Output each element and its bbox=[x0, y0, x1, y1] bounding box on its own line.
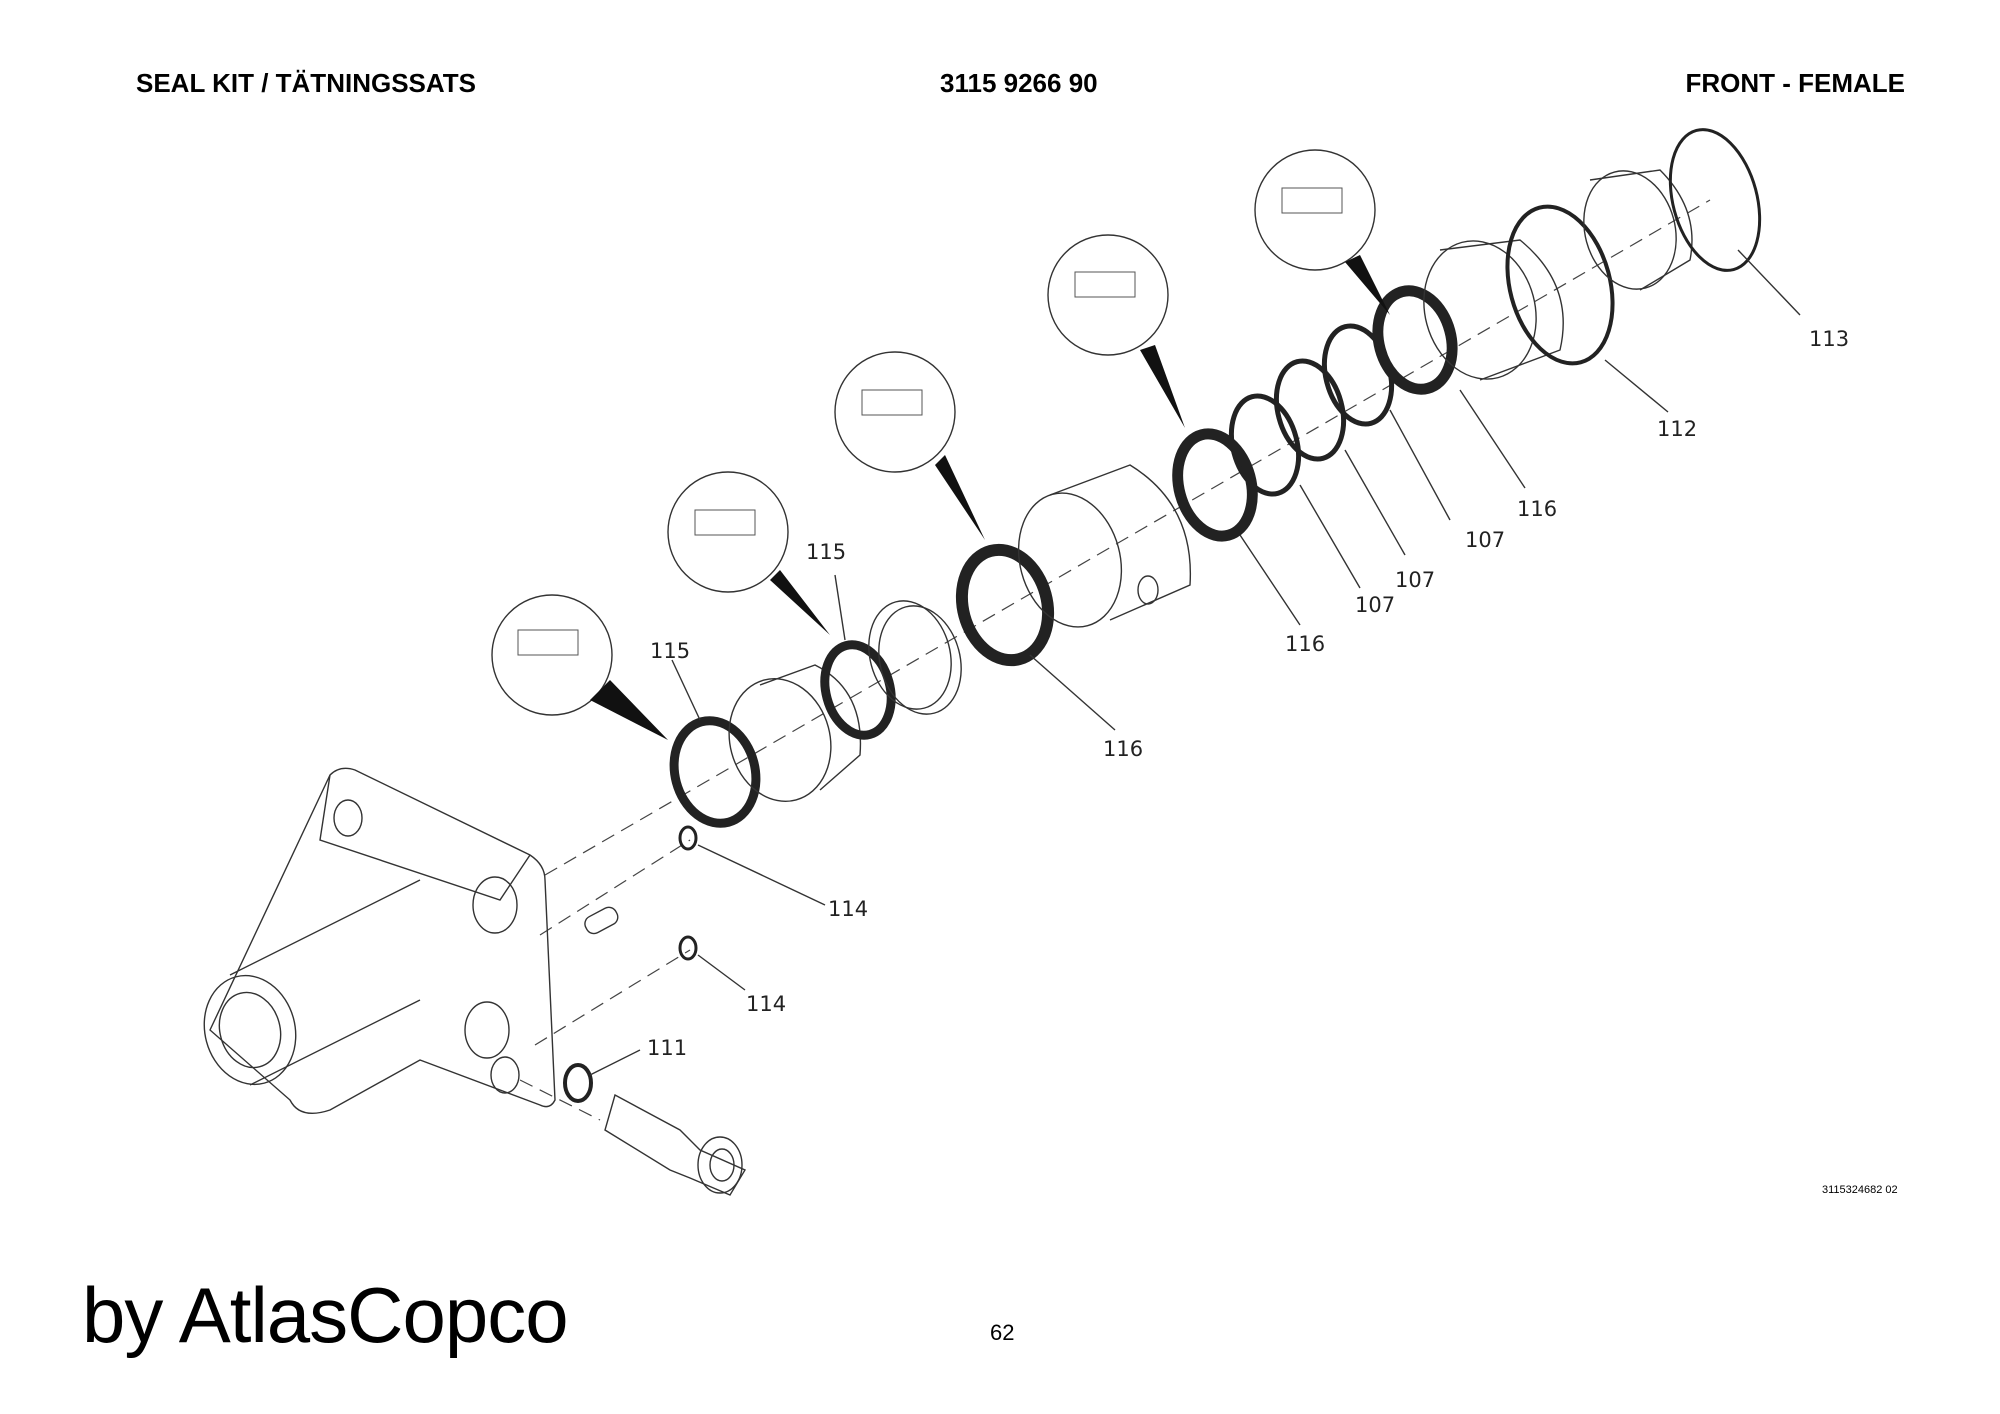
callout-107c: 107 bbox=[1355, 593, 1395, 617]
callout-116c: 116 bbox=[1103, 737, 1143, 761]
piston bbox=[1017, 464, 1192, 628]
bushing-2 bbox=[1423, 239, 1564, 381]
detail-bubble-4 bbox=[1047, 234, 1185, 428]
callout-114a: 114 bbox=[828, 897, 868, 921]
detail-bubble-1 bbox=[491, 594, 668, 740]
drawing-reference: 3115324682 02 bbox=[1822, 1184, 1898, 1196]
oring-107b bbox=[1273, 358, 1347, 462]
header-title: SEAL KIT / TÄTNINGSSATS bbox=[136, 68, 476, 98]
housing bbox=[203, 767, 556, 1114]
callout-113: 113 bbox=[1809, 327, 1849, 351]
seal-116c bbox=[955, 543, 1055, 667]
detail-bubble-2 bbox=[667, 471, 830, 635]
oring-111 bbox=[563, 1063, 593, 1103]
callout-116a: 116 bbox=[1517, 497, 1557, 521]
axis-line-111 bbox=[519, 1079, 601, 1121]
callout-112: 112 bbox=[1657, 417, 1697, 441]
detail-bubble-5 bbox=[1254, 149, 1390, 315]
header-part-number: 3115 9266 90 bbox=[940, 68, 1098, 98]
end-nut bbox=[1583, 169, 1693, 291]
oring-107a bbox=[1228, 393, 1302, 497]
callout-115b: 115 bbox=[806, 540, 846, 564]
callout-115a: 115 bbox=[650, 639, 690, 663]
callout-107b: 107 bbox=[1395, 568, 1435, 592]
detail-bubble-3 bbox=[834, 351, 985, 540]
seal-116b bbox=[1172, 428, 1258, 542]
callout-107a: 107 bbox=[1465, 528, 1505, 552]
callout-116b: 116 bbox=[1285, 632, 1325, 656]
header-variant: FRONT - FEMALE bbox=[1685, 68, 1905, 98]
seal-115a bbox=[669, 716, 761, 828]
guide-ring bbox=[868, 600, 962, 715]
axis-line-114b bbox=[534, 949, 691, 1046]
oring-114b bbox=[678, 935, 698, 961]
leader-lines bbox=[589, 249, 1801, 1076]
bushing-1 bbox=[728, 664, 862, 802]
axis-line-114a bbox=[539, 839, 691, 936]
oring-112 bbox=[1505, 204, 1615, 366]
callout-111: 111 bbox=[647, 1036, 687, 1060]
hose-fitting bbox=[604, 1093, 747, 1196]
pin bbox=[584, 906, 619, 935]
oring-114a bbox=[678, 825, 698, 851]
seal-115b bbox=[820, 640, 896, 740]
brand-text: by AtlasCopco bbox=[82, 1271, 569, 1359]
callout-114b: 114 bbox=[746, 992, 786, 1016]
center-axis-line bbox=[544, 199, 1711, 876]
seal-116a bbox=[1372, 285, 1458, 395]
oring-113 bbox=[1668, 128, 1762, 272]
page-number: 62 bbox=[990, 1320, 1015, 1345]
